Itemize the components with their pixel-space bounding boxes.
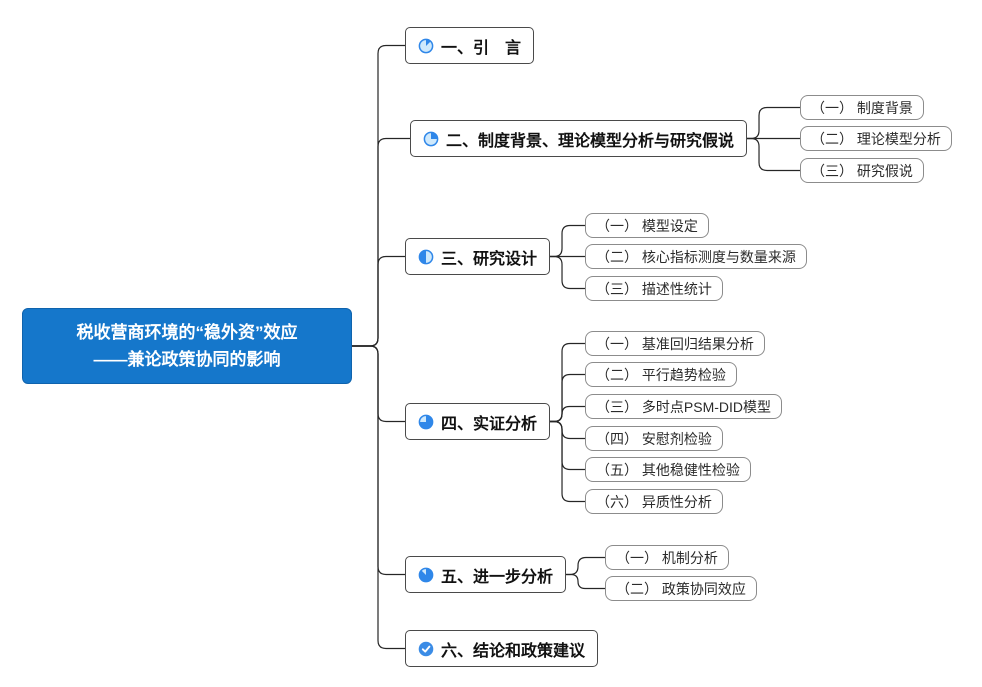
subtopic-label: （四） 安慰剂检验 (596, 430, 712, 447)
branch-research-design[interactable]: 三、研究设计 (405, 238, 551, 275)
branch-further-analysis[interactable]: 五、进一步分析 (405, 556, 567, 593)
subtopic-institutional-background[interactable]: （一） 制度背景 (800, 95, 924, 120)
subtopic-core-indicators-data[interactable]: （二） 核心指标测度与数量来源 (585, 244, 807, 269)
subtopic-parallel-trend-test[interactable]: （二） 平行趋势检验 (585, 362, 737, 387)
subtopic-label: （五） 其他稳健性检验 (596, 461, 740, 478)
branch-label: 四、实证分析 (441, 415, 538, 433)
subtopic-label: （二） 理论模型分析 (811, 130, 941, 147)
subtopic-policy-synergy-effect[interactable]: （二） 政策协同效应 (605, 576, 757, 601)
root-title-line1: 税收营商环境的“稳外资”效应 (76, 323, 298, 342)
branch-label: 六、结论和政策建议 (441, 642, 586, 660)
progress-1-8-icon (418, 38, 434, 54)
branch-label: 二、制度背景、理论模型分析与研究假说 (446, 132, 735, 150)
progress-done-icon (418, 641, 434, 657)
root-topic[interactable]: 税收营商环境的“稳外资”效应 ——兼论政策协同的影响 (22, 308, 352, 384)
branch-label: 一、引 言 (441, 39, 522, 57)
branch-background-theory-hypothesis[interactable]: 二、制度背景、理论模型分析与研究假说 (410, 120, 748, 157)
branch-empirical-analysis[interactable]: 四、实证分析 (405, 403, 551, 440)
subtopic-label: （三） 多时点PSM-DID模型 (596, 398, 771, 415)
subtopic-research-hypothesis[interactable]: （三） 研究假说 (800, 158, 924, 183)
subtopic-robustness-tests[interactable]: （五） 其他稳健性检验 (585, 457, 751, 482)
subtopic-placebo-test[interactable]: （四） 安慰剂检验 (585, 426, 723, 451)
branch-conclusion-policy[interactable]: 六、结论和政策建议 (405, 630, 599, 667)
subtopic-label: （一） 基准回归结果分析 (596, 335, 754, 352)
subtopic-theoretical-model[interactable]: （二） 理论模型分析 (800, 126, 952, 151)
subtopic-heterogeneity-analysis[interactable]: （六） 异质性分析 (585, 489, 723, 514)
subtopic-label: （二） 政策协同效应 (616, 580, 746, 597)
subtopic-label: （二） 核心指标测度与数量来源 (596, 248, 796, 265)
subtopic-label: （六） 异质性分析 (596, 493, 712, 510)
subtopic-label: （一） 模型设定 (596, 217, 698, 234)
root-title-line2: ——兼论政策协同的影响 (93, 350, 281, 369)
branch-introduction[interactable]: 一、引 言 (405, 27, 535, 64)
progress-7-8-icon (418, 567, 434, 583)
branch-label: 三、研究设计 (441, 250, 538, 268)
progress-1-4-icon (423, 131, 439, 147)
subtopic-psm-did-model[interactable]: （三） 多时点PSM-DID模型 (585, 394, 782, 419)
subtopic-label: （一） 机制分析 (616, 549, 718, 566)
subtopic-model-setting[interactable]: （一） 模型设定 (585, 213, 709, 238)
progress-3-4-icon (418, 414, 434, 430)
subtopic-mechanism-analysis[interactable]: （一） 机制分析 (605, 545, 729, 570)
branch-label: 五、进一步分析 (441, 568, 554, 586)
subtopic-label: （一） 制度背景 (811, 99, 913, 116)
progress-1-2-icon (418, 249, 434, 265)
subtopic-label: （三） 描述性统计 (596, 280, 712, 297)
subtopic-descriptive-statistics[interactable]: （三） 描述性统计 (585, 276, 723, 301)
subtopic-label: （二） 平行趋势检验 (596, 366, 726, 383)
subtopic-label: （三） 研究假说 (811, 162, 913, 179)
subtopic-baseline-regression[interactable]: （一） 基准回归结果分析 (585, 331, 765, 356)
